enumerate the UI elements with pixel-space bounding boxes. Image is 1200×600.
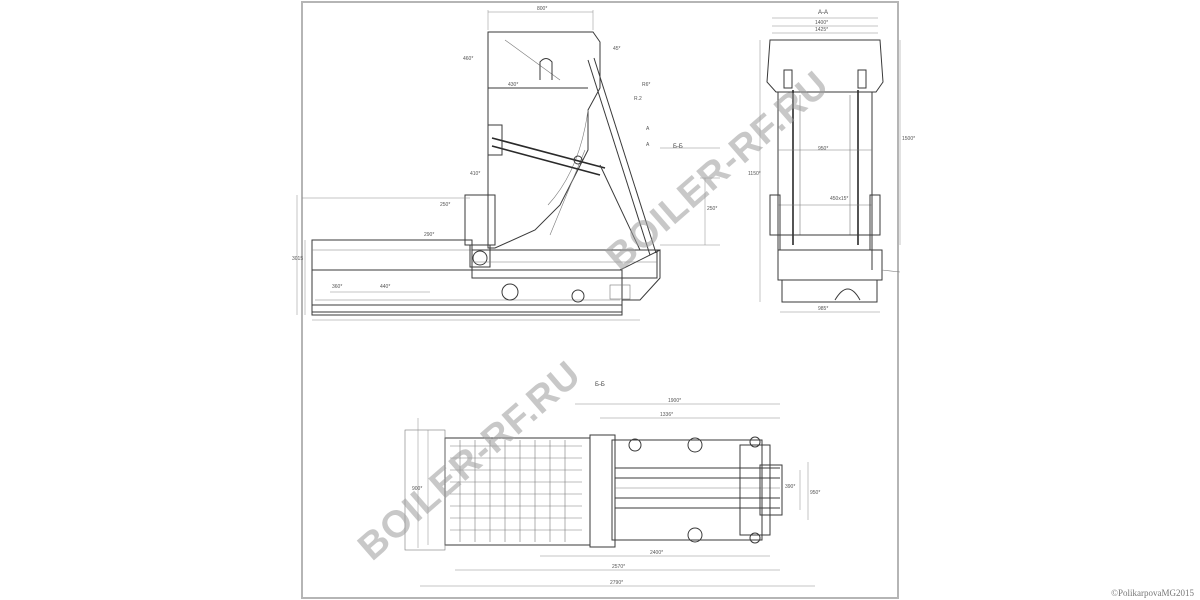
dim-label: 1500* [902,136,915,142]
dim-label: 950* [818,146,828,152]
dim-label: А [646,126,650,132]
dim-label: 985* [818,306,828,312]
side-elevation-view [296,10,720,321]
dim-label: 1425* [815,27,828,33]
view-label: Б-Б [673,144,683,150]
dim-label: 390* [785,484,795,490]
dim-label: 800* [537,6,547,12]
view-label: Б-Б [595,382,605,388]
dim-label: 430* [508,82,518,88]
dimension-labels: 800* 460* 430* 45* 360* 440* R6* R.2 250… [292,6,915,586]
dim-label: 290* [424,232,434,238]
dim-label: 1900* [668,398,681,404]
dim-label: R6* [642,82,650,88]
dim-label: 1336* [660,412,673,418]
dim-label: R.2 [634,96,642,102]
dim-label: 250* [440,202,450,208]
dim-label: 250* [707,206,717,212]
view-label: А-А [818,10,828,16]
dim-label: А [646,142,650,148]
dim-label: 900* [412,486,422,492]
dim-label: 1400* [815,20,828,26]
dim-label: 360* [332,284,342,290]
watermarks: BOILER-RF.RU BOILER-RF.RU [350,63,837,568]
sheet-frame [301,1,899,599]
front-view [759,17,901,313]
copyright-text: ©PolikarpovaMG2015 [1111,588,1194,598]
dim-label: 2400* [650,550,663,556]
dim-label: 3015 [292,256,303,262]
watermark-text: BOILER-RF.RU [350,353,589,568]
dim-label: 440* [380,284,390,290]
plan-view [404,403,815,587]
dim-label: 950* [810,490,820,496]
dim-label: 2790* [610,580,623,586]
dim-label: 450x15* [830,196,848,202]
dim-label: 460* [463,56,473,62]
dim-label: 1150* [748,171,761,177]
dim-label: 45* [613,46,621,52]
dim-label: 2570* [612,564,625,570]
dim-label: 410* [470,171,480,177]
